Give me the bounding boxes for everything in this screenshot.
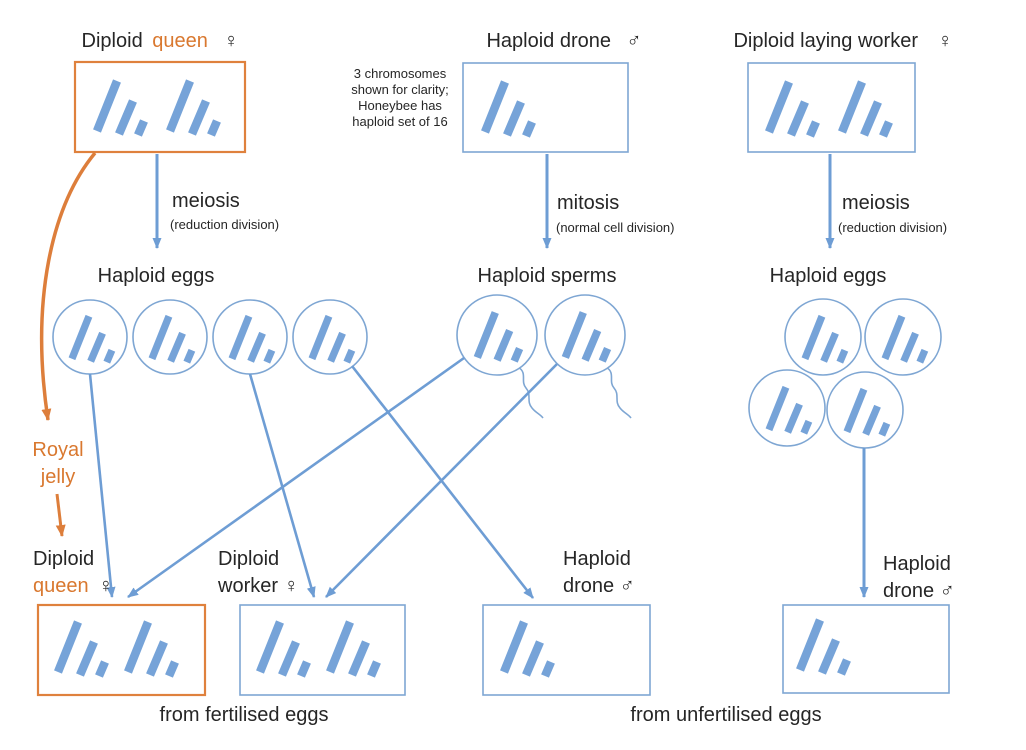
drone-title-label: Haploid drone (486, 30, 611, 52)
female-symbol: ♀ (223, 30, 239, 52)
sperm-to-queen-line (127, 356, 465, 599)
male-symbol: ♂ (626, 30, 642, 52)
offspring-drone-right-label: Haploid drone ♂ (883, 553, 955, 602)
queen-cell-box (73, 60, 247, 154)
laying-worker-title: Diploid laying worker ♀ (733, 29, 952, 53)
egg-to-worker-line (248, 373, 316, 598)
sperm-tail (517, 366, 544, 419)
offspring-drone-label: Haploid drone ♂ (563, 548, 635, 597)
egg-cell (212, 299, 288, 375)
queen-title: Diploid queen ♀ (82, 29, 239, 53)
unfertilised-caption: from unfertilised eggs (630, 704, 822, 726)
queen-title-word1: Diploid (81, 30, 143, 52)
meiosis-label-queen: meiosis (172, 190, 240, 212)
offspring-queen-word: queen (33, 575, 89, 597)
offspring-queen-line1: Diploid (33, 548, 95, 570)
egg-cell (292, 299, 368, 375)
sperm-cell (456, 294, 538, 376)
offspring-worker-label: Diploid worker ♀ (218, 548, 299, 597)
egg-cell (826, 371, 904, 449)
egg-cell (52, 299, 128, 375)
meiosis-sublabel-queen: (reduction division) (170, 217, 280, 232)
royal-jelly-arrow (55, 493, 66, 537)
haploid-eggs-label: Haploid eggs (97, 265, 215, 287)
egg-cell (784, 298, 862, 376)
egg-cell (748, 369, 826, 447)
queen-title-word2: queen (152, 30, 208, 52)
egg-to-drone-line (350, 365, 535, 599)
fertilised-caption: from fertilised eggs (159, 704, 329, 726)
royal-jelly-label: Royal jelly (32, 439, 84, 488)
meiosis-label-worker: meiosis (842, 192, 910, 214)
haploid-eggs-right-label: Haploid eggs (769, 265, 887, 287)
female-symbol: ♀ (937, 30, 953, 52)
sperm-cell (544, 294, 626, 376)
drone-cell-box (462, 62, 629, 153)
offspring-queen-label: Diploid queen ♀ (33, 546, 113, 600)
egg-to-queen-line (88, 373, 116, 598)
laying-worker-cell-box (747, 62, 916, 153)
haploid-sperms-label: Haploid sperms (477, 265, 617, 287)
clarity-note: 3 chromosomes shown for clarity; Honeybe… (351, 66, 449, 129)
mitosis-sublabel-drone: (normal cell division) (556, 220, 675, 235)
drone-title: Haploid drone ♂ (486, 29, 641, 53)
female-symbol: ♀ (98, 575, 114, 597)
egg-cell (864, 298, 942, 376)
mitosis-label-drone: mitosis (557, 192, 620, 214)
laying-worker-title-label: Diploid laying worker (733, 30, 918, 52)
meiosis-sublabel-worker: (reduction division) (838, 220, 948, 235)
egg-cell (132, 299, 208, 375)
offspring-drone-box (482, 604, 651, 696)
royal-jelly-curve-arrow (39, 151, 97, 421)
sperm-tail (605, 366, 632, 419)
